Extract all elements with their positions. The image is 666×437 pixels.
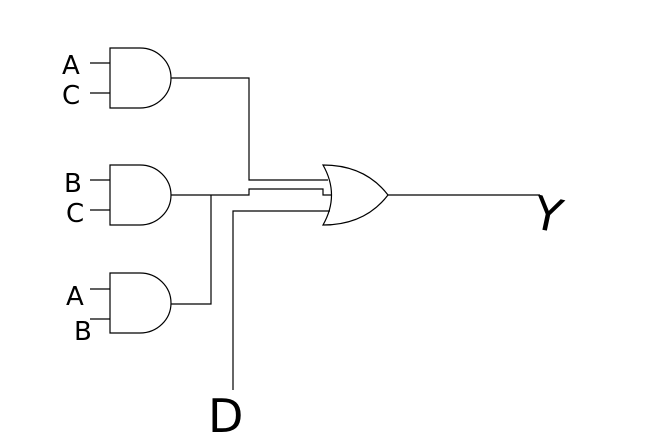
and-gate-2 <box>90 164 172 226</box>
and-gate-1 <box>90 47 172 109</box>
or-gate <box>321 164 540 226</box>
label-input-d: D <box>208 389 243 437</box>
label-g1-a: A <box>62 51 80 81</box>
wire-gate1-to-or <box>171 77 328 181</box>
label-g2-c: C <box>66 199 84 229</box>
label-g3-b: B <box>74 317 92 347</box>
wire-d-to-or <box>232 210 330 390</box>
wire-gate2-to-or <box>171 188 332 196</box>
label-output-y: Y <box>528 185 569 244</box>
label-g1-c: C <box>62 81 80 111</box>
and-gate-3 <box>90 272 172 334</box>
label-g2-b: B <box>64 169 82 199</box>
wire-gate3-to-junction <box>171 195 212 305</box>
label-g3-a: A <box>66 282 84 312</box>
